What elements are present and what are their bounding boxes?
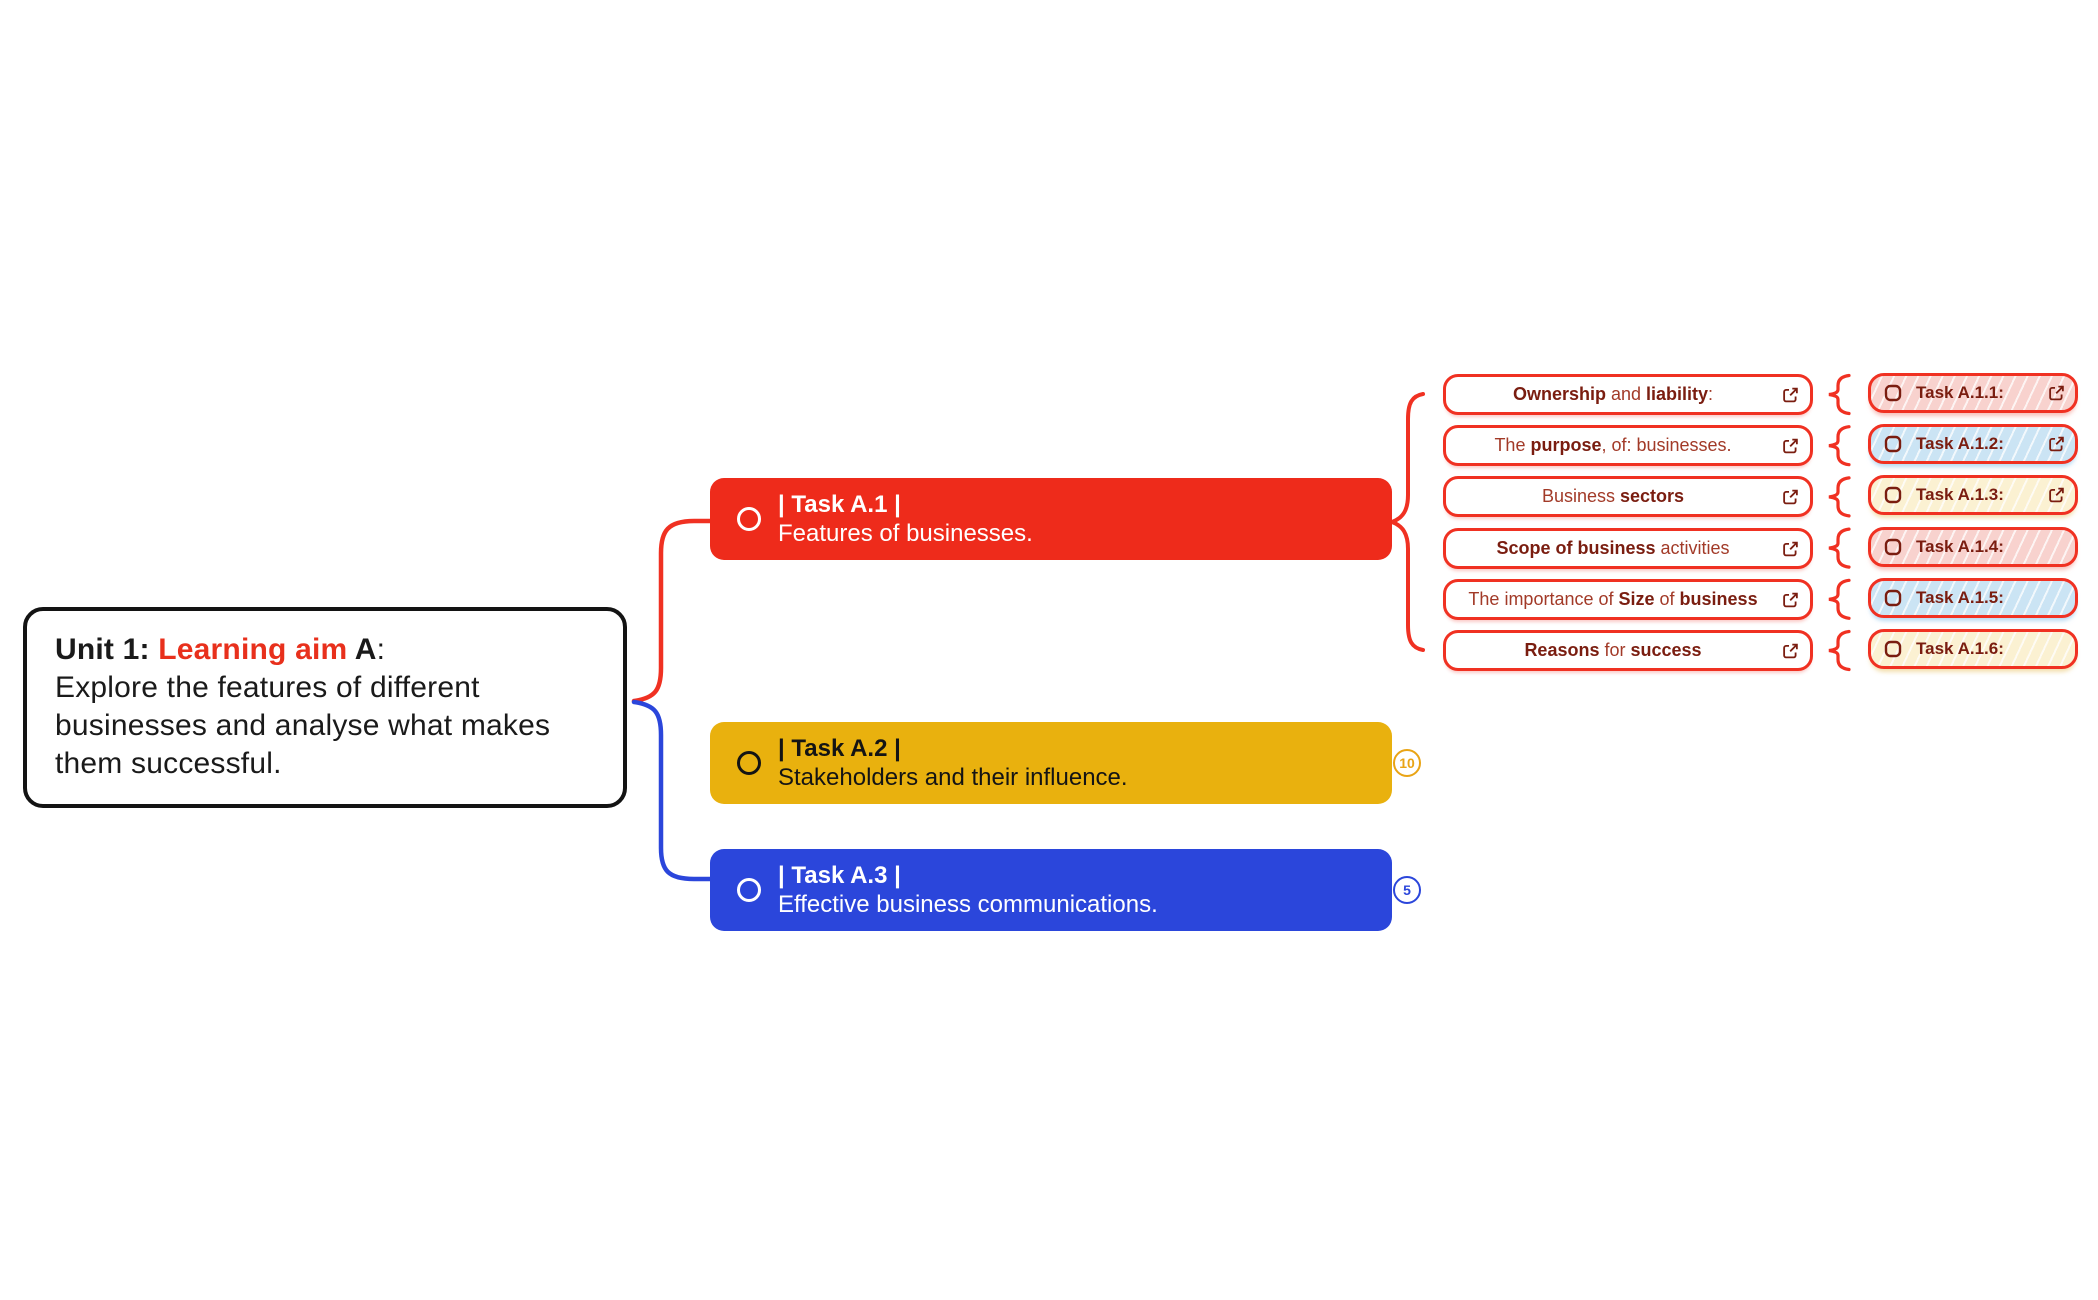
root-node-unit-1[interactable]: Unit 1: Learning aim A: Explore the feat… [23,607,627,808]
external-link-icon[interactable] [1782,437,1799,454]
task-node-title: | Task A.2 | [778,735,901,762]
root-title-segment: A [347,633,377,666]
task-node-a1[interactable]: | Task A.1 | Features of businesses. [710,478,1392,560]
subtask-pill[interactable]: Task A.1.6: [1868,629,2078,669]
topic-pill[interactable]: The importance of Size of business [1443,579,1813,620]
task-node-subtitle: Features of businesses. [778,520,1033,547]
topic-pill-label: Business sectors [1541,486,1685,506]
root-title-segment: Unit 1: [55,633,159,666]
external-link-icon[interactable] [2048,436,2065,453]
external-link-icon[interactable] [1782,642,1799,659]
count-badge[interactable]: 10 [1393,749,1421,777]
subtask-label: Task A.1.6: [1916,639,2004,658]
brace-topic-subtask [1828,629,1851,672]
brace-root-upper [631,518,713,704]
external-link-icon[interactable] [2048,487,2065,504]
subtask-label: Task A.1.4: [1916,537,2004,556]
external-link-icon[interactable] [1782,386,1799,403]
topic-pill-label: The purpose, of: businesses. [1494,435,1732,455]
checkbox-icon[interactable] [1884,384,1902,402]
task-node-subtitle: Effective business communications. [778,891,1158,918]
circle-icon[interactable] [737,878,761,902]
subtask-pill[interactable]: Task A.1.5: [1868,578,2078,618]
subtask-pill[interactable]: Task A.1.1: [1868,373,2078,413]
external-link-icon[interactable] [1782,488,1799,505]
root-node-title: Unit 1: Learning aim A: [55,631,595,669]
checkbox-icon[interactable] [1884,538,1902,556]
checkbox-icon[interactable] [1884,435,1902,453]
task-node-subtitle: Stakeholders and their influence. [778,764,1128,791]
brace-topic-subtask [1828,476,1851,518]
checkbox-icon[interactable] [1884,486,1902,504]
subtask-pill[interactable]: Task A.1.3: [1868,475,2078,515]
topic-pill[interactable]: Business sectors [1443,476,1813,517]
task-node-title: | Task A.1 | [778,491,901,518]
brace-topic-subtask [1828,373,1851,416]
external-link-icon[interactable] [1782,591,1799,608]
subtask-label: Task A.1.2: [1916,434,2004,453]
topic-pill[interactable]: Scope of business activities [1443,528,1813,569]
external-link-icon[interactable] [1782,540,1799,557]
topic-pill-label: Ownership and liability: [1512,384,1714,404]
subtask-pill[interactable]: Task A.1.2: [1868,424,2078,464]
topic-pill-label: Scope of business activities [1496,538,1730,558]
external-link-icon[interactable] [2048,385,2065,402]
topic-pill[interactable]: The purpose, of: businesses. [1443,425,1813,466]
root-title-segment: Learning aim [158,633,348,666]
circle-icon[interactable] [737,507,761,531]
task-node-a3[interactable]: | Task A.3 | Effective business communic… [710,849,1392,931]
task-node-title: | Task A.3 | [778,862,901,889]
topic-pill[interactable]: Ownership and liability: [1443,374,1813,415]
root-node-description: Explore the features of different busine… [55,671,551,780]
root-title-segment: : [376,633,386,666]
task-node-a2[interactable]: | Task A.2 | Stakeholders and their infl… [710,722,1392,804]
checkbox-icon[interactable] [1884,589,1902,607]
topic-pill-label: Reasons for success [1524,640,1702,660]
subtask-label: Task A.1.3: [1916,485,2004,504]
subtask-label: Task A.1.5: [1916,588,2004,607]
subtask-pill[interactable]: Task A.1.4: [1868,527,2078,567]
topic-pill[interactable]: Reasons for success [1443,630,1813,671]
count-badge[interactable]: 5 [1393,876,1421,904]
checkbox-icon[interactable] [1884,640,1902,658]
brace-topic-subtask [1828,578,1851,620]
brace-topic-subtask [1828,425,1851,467]
brace-root-lower [631,699,713,882]
subtask-label: Task A.1.1: [1916,383,2004,402]
circle-icon[interactable] [737,751,761,775]
topic-pill-label: The importance of Size of business [1468,589,1758,609]
brace-topic-subtask [1828,527,1851,569]
brace-task-a1-topics [1386,392,1425,652]
